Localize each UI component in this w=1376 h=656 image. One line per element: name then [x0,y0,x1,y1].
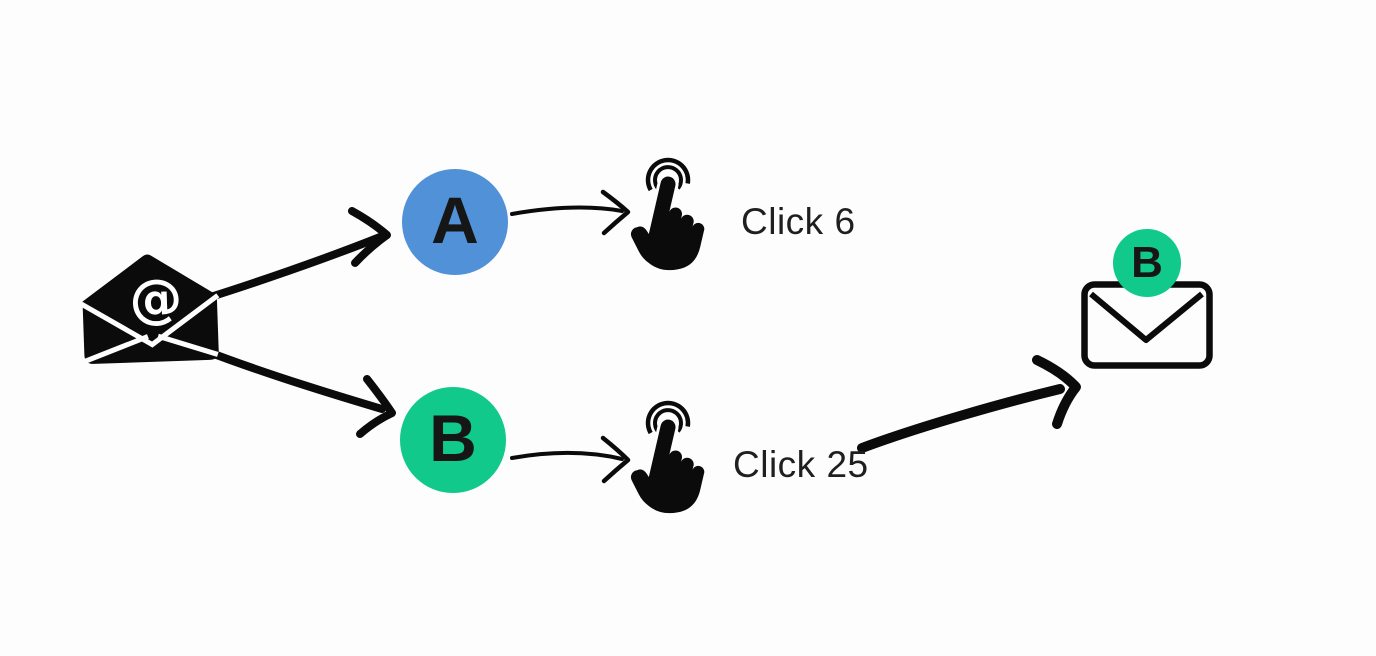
email-at-icon: @ [80,254,220,364]
variant-b-node: B [400,387,506,493]
variant-a-click-count: Click 6 [741,201,856,242]
tap-click-icon [628,157,708,274]
variant-b-click-count: Click 25 [733,444,869,485]
arrow-variant-a-to-click [510,189,631,236]
variant-a-node: A [402,169,508,275]
arrow-variant-b-to-click [510,435,631,484]
arrow-email-to-variant-b [202,347,396,438]
variant-a-label: A [431,183,479,257]
winner-badge: B [1113,229,1181,297]
arrow-email-to-variant-a [200,207,391,303]
at-symbol: @ [128,268,183,331]
tap-click-icon [628,400,708,517]
winner-badge-label: B [1131,238,1163,287]
variant-b-label: B [429,401,477,475]
arrow-click25-to-winner [857,355,1081,453]
